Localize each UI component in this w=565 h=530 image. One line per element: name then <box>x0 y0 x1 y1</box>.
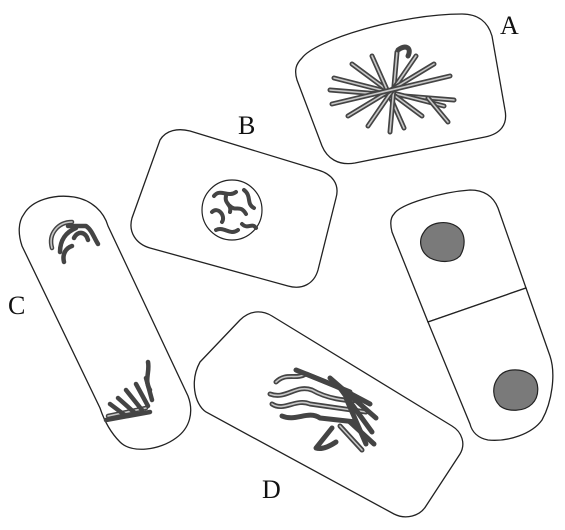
label-a: A <box>500 11 519 40</box>
label-d: D <box>262 475 281 504</box>
label-c: C <box>8 291 25 320</box>
cell-a <box>296 14 506 164</box>
cell-d <box>194 312 462 517</box>
daughter-cell-lower-nucleus <box>494 370 538 410</box>
cell-d-membrane <box>194 312 462 517</box>
cell-b <box>131 130 337 287</box>
label-b: B <box>238 111 255 140</box>
daughter-cell-upper-nucleus <box>421 223 464 262</box>
